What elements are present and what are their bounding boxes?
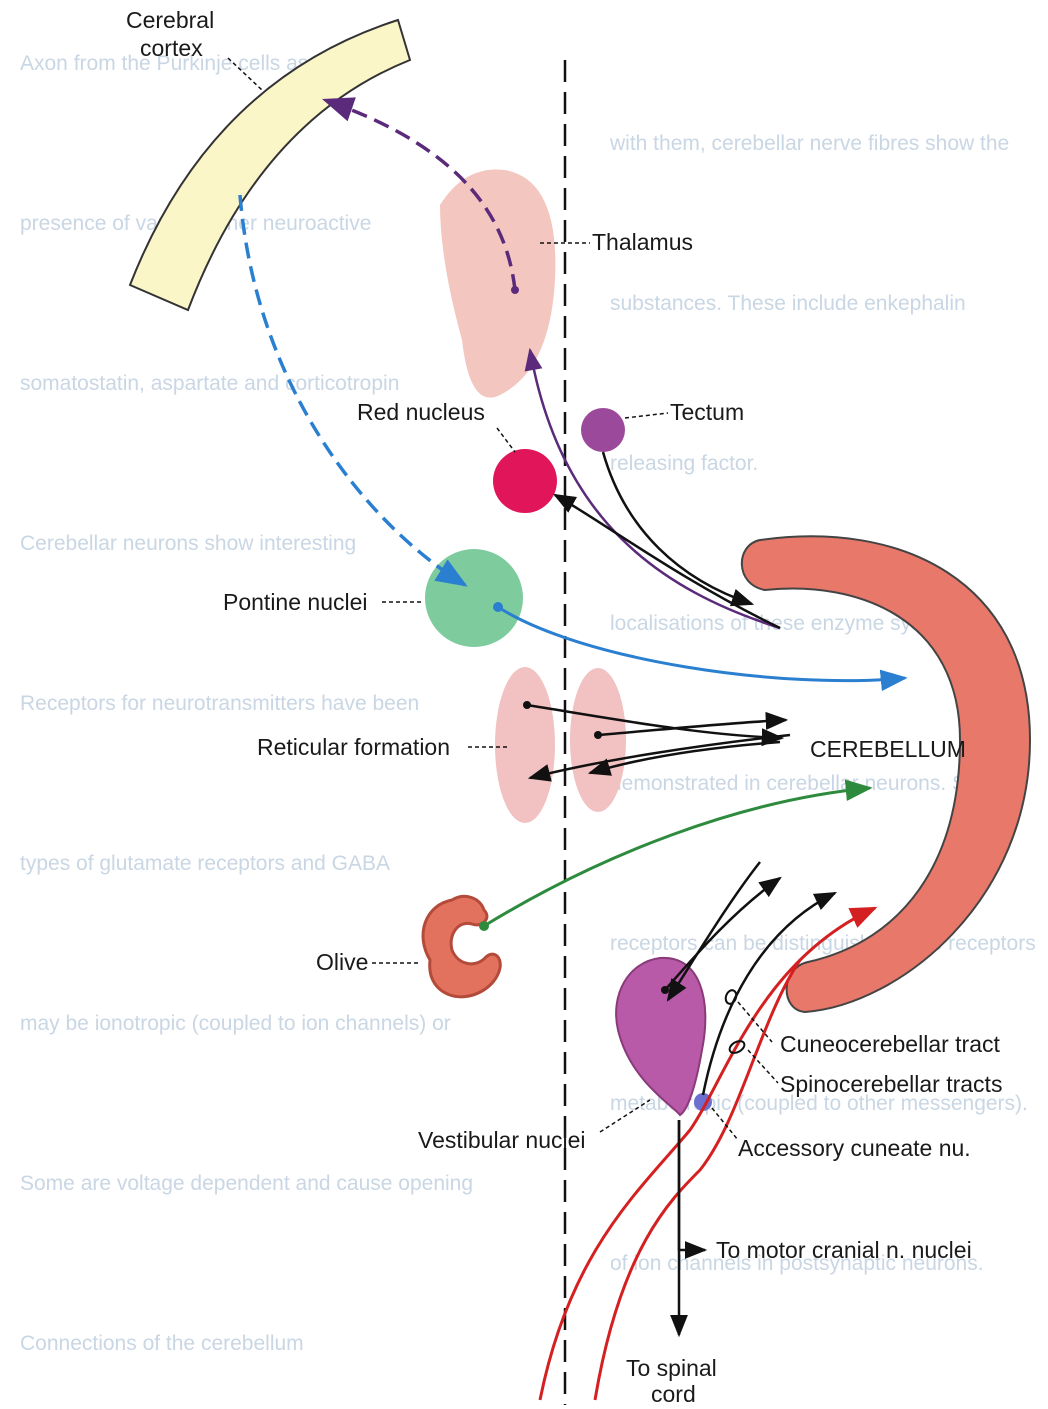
label-cerebral-cortex-line1: Cerebral <box>126 7 214 33</box>
tectum-shape <box>581 408 625 452</box>
background-text-line: substances. These include enkephalin <box>610 292 966 315</box>
label-accessory-cuneate: Accessory cuneate nu. <box>738 1135 971 1161</box>
label-to-spinal-line1: To spinal <box>626 1355 717 1381</box>
label-cerebellum: CEREBELLUM <box>810 736 966 762</box>
thalamus-terminal-dot <box>511 286 519 294</box>
label-to-spinal-line2: cord <box>651 1381 696 1407</box>
background-text-line: Cerebellar neurons show interesting <box>20 532 356 555</box>
background-text-line: releasing factor. <box>610 452 758 475</box>
red-nucleus-leader <box>497 428 515 452</box>
red-nucleus-shape <box>493 449 557 513</box>
label-reticular-formation: Reticular formation <box>257 734 450 760</box>
background-text-line: with them, cerebellar nerve fibres show … <box>609 132 1009 155</box>
spinocerebellar-leader <box>748 1050 778 1083</box>
thalamus-shape <box>440 169 555 397</box>
pontine-nuclei-shape <box>425 549 523 647</box>
label-cerebral-cortex-line2: cortex <box>140 35 203 61</box>
background-text-line: Receptors for neurotransmitters have bee… <box>20 692 419 715</box>
tectum-leader <box>625 413 668 418</box>
label-cuneocerebellar-tract: Cuneocerebellar tract <box>780 1031 1001 1057</box>
pontine-terminal-dot <box>493 602 503 612</box>
vestibular-dot <box>661 986 669 994</box>
background-text-line: Some are voltage dependent and cause ope… <box>20 1172 473 1195</box>
olive-shape <box>423 896 500 996</box>
olive-terminal-dot <box>479 921 489 931</box>
reticular-formation-left <box>495 667 555 823</box>
reticular-dot-1 <box>523 701 531 709</box>
label-pontine-nuclei: Pontine nuclei <box>223 589 368 615</box>
label-spinocerebellar-tracts: Spinocerebellar tracts <box>780 1071 1002 1097</box>
label-olive: Olive <box>316 949 368 975</box>
label-thalamus: Thalamus <box>592 229 693 255</box>
reticular-formation-right <box>570 668 626 812</box>
background-text-line: types of glutamate receptors and GABA <box>20 852 390 875</box>
purple-cerebellothalamic-path <box>530 350 780 628</box>
label-tectum: Tectum <box>670 399 744 425</box>
background-text-line: somatostatin, aspartate and corticotropi… <box>20 372 399 395</box>
label-to-motor-cranial: To motor cranial n. nuclei <box>716 1237 972 1263</box>
background-text-line: may be ionotropic (coupled to ion channe… <box>20 1012 451 1035</box>
label-vestibular-nuclei: Vestibular nuclei <box>418 1127 586 1153</box>
cuneocerebellar-marker <box>724 989 738 1006</box>
reticular-dot-2 <box>594 731 602 739</box>
background-text-line: receptors can be distinguished. The rece… <box>610 932 1036 955</box>
background-text-line: Connections of the cerebellum <box>20 1332 304 1355</box>
label-red-nucleus: Red nucleus <box>357 399 485 425</box>
